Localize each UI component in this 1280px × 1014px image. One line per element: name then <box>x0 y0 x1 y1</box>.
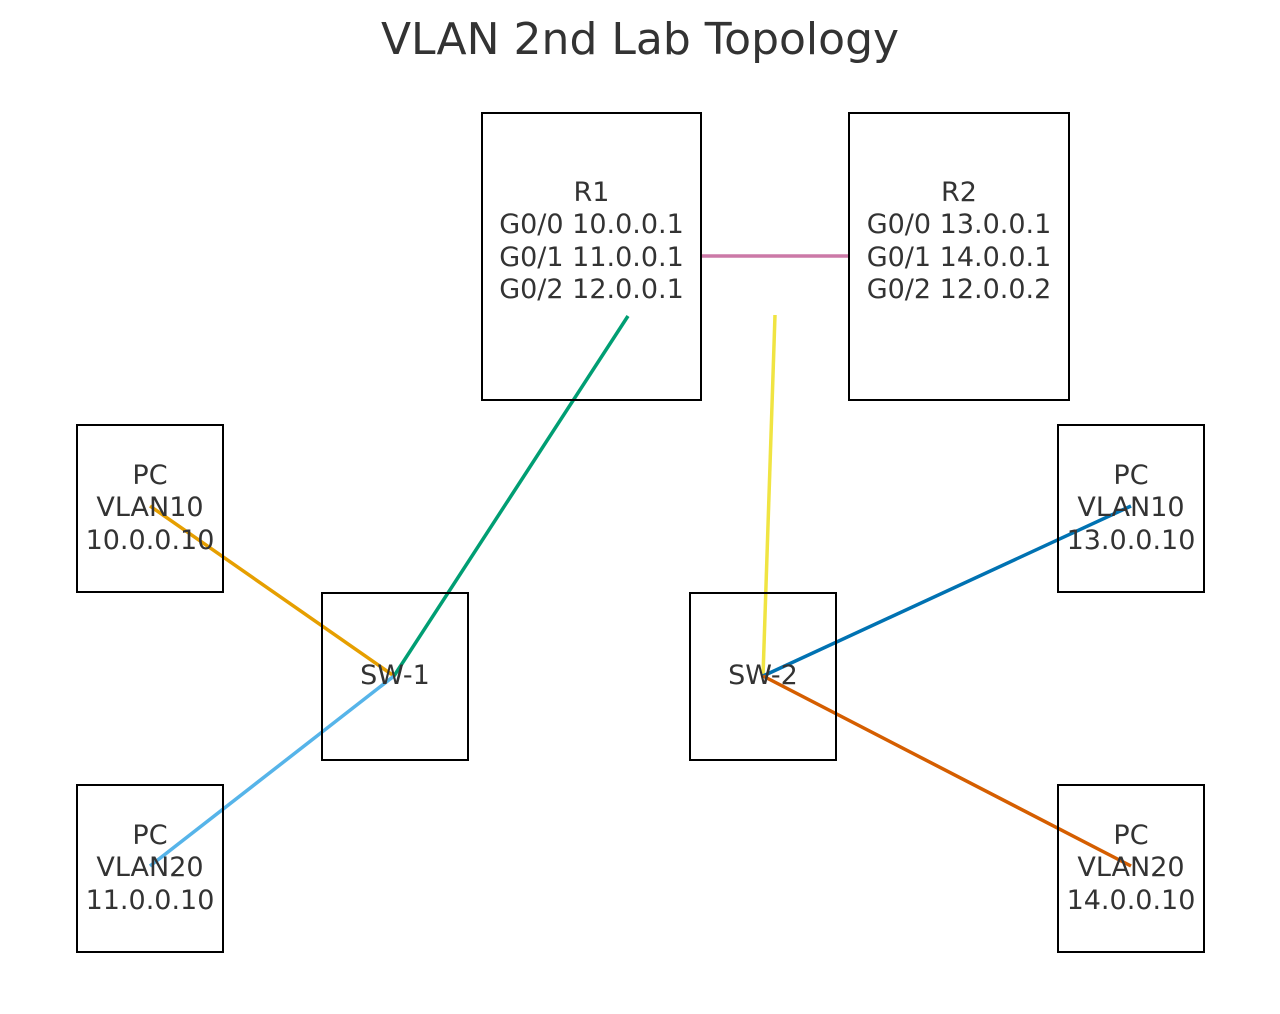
switch-sw2: SW-2 <box>689 592 837 761</box>
pc-type-label: PC <box>132 459 168 491</box>
router-name: R2 <box>941 176 977 208</box>
pc-vlan-label: VLAN10 <box>96 492 204 524</box>
pc-ip-label: 13.0.0.10 <box>1066 524 1196 556</box>
pc-vlan-label: VLAN10 <box>1077 492 1185 524</box>
link-r2-sw2 <box>761 314 777 677</box>
router-interface: G0/2 12.0.0.2 <box>866 274 1052 305</box>
router-name: R1 <box>573 176 610 208</box>
router-interface: G0/0 13.0.0.1 <box>866 209 1052 240</box>
switch-sw1: SW-1 <box>321 592 469 761</box>
link-sw2-pc-vlan20 <box>762 674 1132 868</box>
pc-type-label: PC <box>132 819 168 851</box>
pc-ip-label: 10.0.0.10 <box>85 524 215 556</box>
router-interface: G0/0 10.0.0.1 <box>499 209 684 240</box>
switch-name: SW-1 <box>360 660 430 692</box>
router-interface: G0/2 12.0.0.1 <box>499 274 684 305</box>
switch-name: SW-2 <box>728 660 798 692</box>
link-sw2-pc-vlan10 <box>762 504 1132 678</box>
router-interface: G0/1 14.0.0.1 <box>866 241 1052 273</box>
diagram-title: VLAN 2nd Lab Topology <box>380 14 900 65</box>
router-r1: R1 G0/0 10.0.0.1 G0/1 11.0.0.1 G0/2 12.0… <box>481 112 702 401</box>
pc-type-label: PC <box>1113 459 1149 491</box>
router-r2: R2 G0/0 13.0.0.1 G0/1 14.0.0.1 G0/2 12.0… <box>848 112 1070 401</box>
router-interface: G0/1 11.0.0.1 <box>499 241 684 273</box>
pc-type-label: PC <box>1113 819 1149 851</box>
pc-vlan-label: VLAN20 <box>1077 852 1185 884</box>
pc-vlan20-right: PC VLAN20 14.0.0.10 <box>1057 784 1205 953</box>
link-sw1-pc-vlan10 <box>148 504 396 678</box>
pc-vlan-label: VLAN20 <box>96 852 204 884</box>
link-sw1-pc-vlan20 <box>148 674 396 868</box>
link-r1-sw1 <box>392 315 630 677</box>
pc-vlan10-right: PC VLAN10 13.0.0.10 <box>1057 424 1205 593</box>
pc-ip-label: 11.0.0.10 <box>85 884 215 916</box>
pc-vlan20-left: PC VLAN20 11.0.0.10 <box>76 784 224 953</box>
pc-ip-label: 14.0.0.10 <box>1066 884 1196 916</box>
pc-vlan10-left: PC VLAN10 10.0.0.10 <box>76 424 224 593</box>
